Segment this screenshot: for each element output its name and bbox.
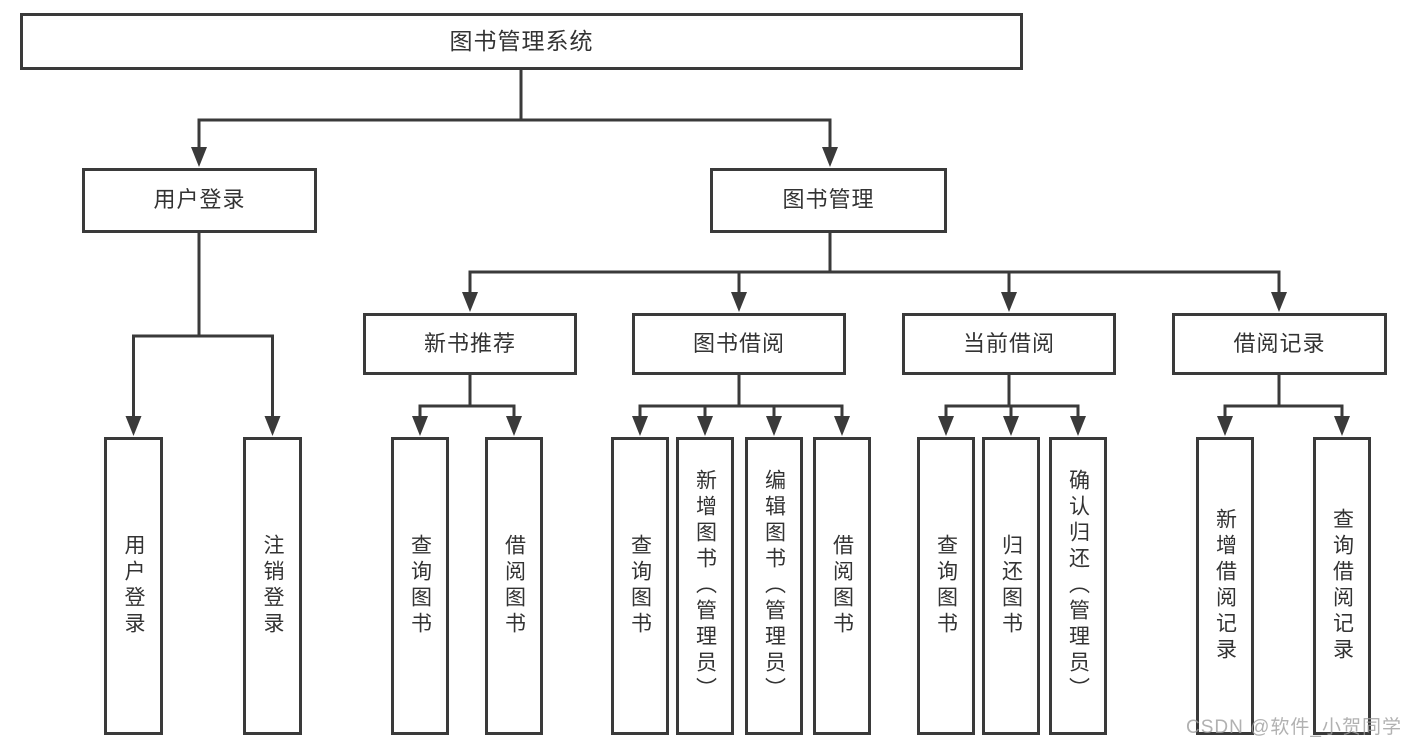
node-add-borrow-record: 新增借阅记录	[1196, 437, 1254, 735]
csdn-watermark: CSDN @软件_小贺同学	[1186, 717, 1402, 738]
node-edit-book-admin: 编辑图书（管理员）	[745, 437, 803, 735]
node-logout-label: 注销登录	[261, 534, 284, 638]
node-book-management-group-label: 图书管理	[782, 187, 875, 213]
node-add-book-admin: 新增图书（管理员）	[676, 437, 734, 735]
node-user-login: 用户登录	[104, 437, 163, 735]
node-borrow-books-1-label: 借阅图书	[502, 534, 526, 638]
node-query-books-1: 查询图书	[391, 437, 449, 735]
node-add-book-admin-label: 新增图书（管理员）	[693, 469, 717, 703]
node-user-login-group: 用户登录	[82, 168, 317, 233]
node-borrow-records: 借阅记录	[1172, 313, 1387, 375]
node-root: 图书管理系统	[20, 13, 1023, 70]
node-new-book-recommend-label: 新书推荐	[423, 330, 516, 356]
node-borrow-books-2: 借阅图书	[813, 437, 871, 735]
node-user-login-group-label: 用户登录	[153, 187, 246, 213]
node-query-borrow-record-label: 查询借阅记录	[1330, 508, 1354, 664]
node-borrow-books-2-label: 借阅图书	[830, 534, 854, 638]
node-query-borrow-record: 查询借阅记录	[1313, 437, 1371, 735]
node-book-management-group: 图书管理	[710, 168, 947, 233]
node-return-book: 归还图书	[982, 437, 1040, 735]
node-user-login-label: 用户登录	[122, 534, 145, 638]
node-borrow-records-label: 借阅记录	[1233, 330, 1326, 356]
node-confirm-return-admin-label: 确认归还（管理员）	[1066, 469, 1090, 703]
node-current-borrowing: 当前借阅	[902, 313, 1116, 375]
node-book-borrowing: 图书借阅	[632, 313, 846, 375]
node-book-borrowing-label: 图书借阅	[692, 330, 785, 356]
node-return-book-label: 归还图书	[999, 534, 1023, 638]
node-add-borrow-record-label: 新增借阅记录	[1213, 508, 1237, 664]
node-current-borrowing-label: 当前借阅	[962, 330, 1055, 356]
node-borrow-books-1: 借阅图书	[485, 437, 543, 735]
node-query-books-2-label: 查询图书	[628, 534, 652, 638]
node-query-books-1-label: 查询图书	[408, 534, 432, 638]
node-edit-book-admin-label: 编辑图书（管理员）	[762, 469, 786, 703]
node-query-books-3: 查询图书	[917, 437, 975, 735]
node-new-book-recommend: 新书推荐	[363, 313, 577, 375]
node-root-label: 图书管理系统	[449, 27, 594, 54]
node-query-books-3-label: 查询图书	[934, 534, 958, 638]
node-query-books-2: 查询图书	[611, 437, 669, 735]
node-confirm-return-admin: 确认归还（管理员）	[1049, 437, 1107, 735]
node-logout: 注销登录	[243, 437, 302, 735]
arrowheads	[125, 147, 1350, 436]
